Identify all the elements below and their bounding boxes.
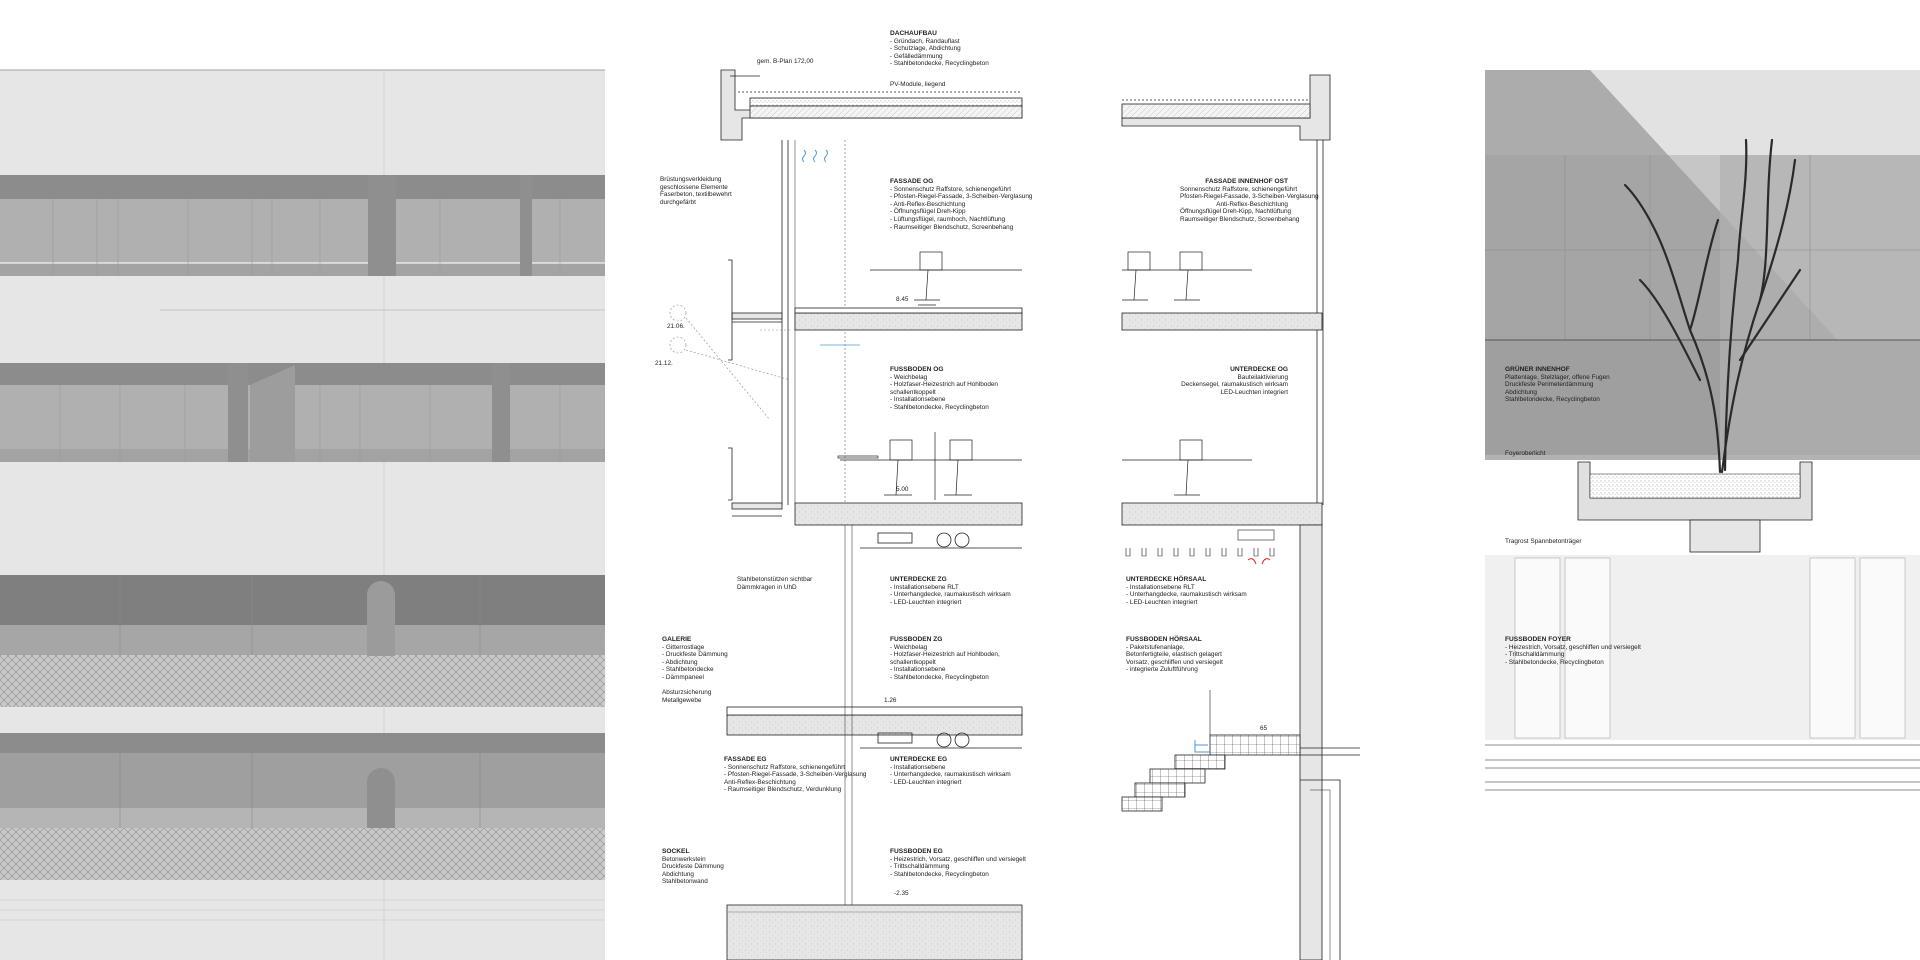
plinth-note: SOCKEL Betonwerkstein Druckfeste Dämmung… <box>662 848 724 886</box>
sun-angle-winter: 21.12. <box>655 360 673 367</box>
facade-elevation <box>0 69 605 960</box>
ceiling-og-note: UNTERDECKE OG Bauteilaktivierung Deckens… <box>1181 366 1288 396</box>
sun-angle-summer: 21.06. <box>667 323 685 330</box>
ceiling-hall-note: UNTERDECKE HÖRSAAL - Installationsebene … <box>1126 576 1247 606</box>
ceiling-eg-note: UNTERDECKE EG - Installationsebene - Unt… <box>890 756 1011 786</box>
pv-label: PV-Module, liegend <box>890 81 946 88</box>
floor-hall-note: FUSSBODEN HÖRSAAL - Paketstufenanlage, B… <box>1126 636 1223 674</box>
facade-og-note: FASSADE OG - Sonnenschutz Raffstore, sch… <box>890 178 1033 231</box>
roof-note: DACHAUFBAU - Gründach, Randauflast - Sch… <box>890 30 989 68</box>
green-court-note: GRÜNER INNENHOF Plattenlage, Stelzlager,… <box>1505 366 1610 404</box>
level-845: 8.45 <box>896 296 909 303</box>
facade-east-note: FASSADE INNENHOF OST Sonnenschutz Raffst… <box>1180 178 1319 223</box>
gallery-note: GALERIE - Gitterrostlage - Druckfeste Dä… <box>662 636 728 704</box>
facade-section <box>669 69 1023 960</box>
floor-foyer-note: FUSSBODEN FOYER - Heizestrich, Vorsatz, … <box>1505 636 1641 666</box>
level-500: 5.00 <box>896 486 909 493</box>
courtyard-elevation <box>1485 70 1920 791</box>
facade-eg-note: FASSADE EG - Sonnenschutz Raffstore, sch… <box>724 756 867 794</box>
dimension-65: 65 <box>1260 725 1268 732</box>
parapet-note: Brüstungsverkleidung geschlossene Elemen… <box>660 176 732 206</box>
level-126: 1.26 <box>884 697 897 704</box>
floor-og-note: FUSSBODEN OG - Weichbelag - Holzfaser-He… <box>890 366 998 411</box>
bplan-label: gem. B-Plan 172,00 <box>757 58 814 65</box>
floor-eg-note: FUSSBODEN EG - Heizestrich, Vorsatz, ges… <box>890 848 1026 878</box>
ceiling-zg-note: UNTERDECKE ZG - Installationsebene RLT -… <box>890 576 1011 606</box>
floor-zg-note: FUSSBODEN ZG - Weichbelag - Holzfaser-He… <box>890 636 1000 681</box>
courtyard-section <box>1121 74 1360 960</box>
beam-label: Tragrost Spannbetonträger <box>1505 538 1582 545</box>
columns-note: Stahlbetonstützen sichtbar Dämmkragen in… <box>737 576 813 591</box>
skylight-label: Foyeroberlicht <box>1505 450 1546 457</box>
level-minus-235: -2.35 <box>894 890 909 897</box>
